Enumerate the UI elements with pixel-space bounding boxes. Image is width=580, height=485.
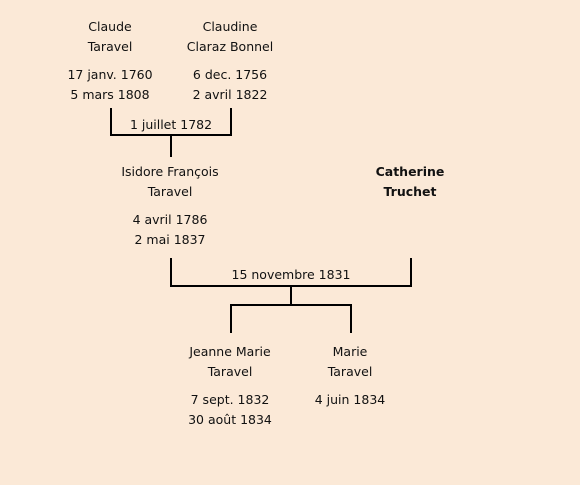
given-name: Claudine bbox=[202, 19, 258, 34]
birth-date: 17 janv. 1760 bbox=[67, 67, 153, 82]
person-name: Claude Taravel bbox=[40, 17, 180, 57]
marriage-date-2: 15 novembre 1831 bbox=[231, 267, 351, 282]
surname: Claraz Bonnel bbox=[186, 39, 274, 54]
person-dates: 4 juin 1834 bbox=[280, 390, 420, 410]
surname: Truchet bbox=[383, 184, 437, 199]
birth-date: 6 dec. 1756 bbox=[192, 67, 268, 82]
surname: Taravel bbox=[327, 364, 373, 379]
person-claude-taravel: Claude Taravel 17 janv. 1760 5 mars 1808 bbox=[40, 17, 180, 105]
death-date: 30 août 1834 bbox=[188, 412, 272, 427]
surname: Taravel bbox=[147, 184, 193, 199]
birth-date: 4 avril 1786 bbox=[132, 212, 208, 227]
person-dates: 4 avril 1786 2 mai 1837 bbox=[100, 210, 240, 250]
given-name: Catherine bbox=[375, 164, 445, 179]
person-catherine-truchet: Catherine Truchet bbox=[340, 162, 480, 202]
person-claudine-claraz-bonnel: Claudine Claraz Bonnel 6 dec. 1756 2 avr… bbox=[160, 17, 300, 105]
person-marie-taravel: Marie Taravel 4 juin 1834 bbox=[280, 342, 420, 410]
person-name: Claudine Claraz Bonnel bbox=[160, 17, 300, 57]
person-dates: 17 janv. 1760 5 mars 1808 bbox=[40, 65, 180, 105]
person-name: Jeanne Marie Taravel bbox=[160, 342, 300, 382]
death-date: 2 avril 1822 bbox=[192, 87, 268, 102]
death-date: 2 mai 1837 bbox=[134, 232, 206, 247]
given-name: Isidore François bbox=[121, 164, 219, 179]
person-jeanne-marie-taravel: Jeanne Marie Taravel 7 sept. 1832 30 aoû… bbox=[160, 342, 300, 430]
marriage-date-1: 1 juillet 1782 bbox=[129, 117, 213, 132]
given-name: Jeanne Marie bbox=[189, 344, 271, 359]
death-date: 5 mars 1808 bbox=[70, 87, 150, 102]
person-dates: 6 dec. 1756 2 avril 1822 bbox=[160, 65, 300, 105]
given-name: Marie bbox=[332, 344, 368, 359]
surname: Taravel bbox=[87, 39, 133, 54]
birth-date: 7 sept. 1832 bbox=[190, 392, 270, 407]
person-dates: 7 sept. 1832 30 août 1834 bbox=[160, 390, 300, 430]
person-name: Marie Taravel bbox=[280, 342, 420, 382]
children-bracket bbox=[230, 304, 352, 333]
surname: Taravel bbox=[207, 364, 253, 379]
given-name: Claude bbox=[88, 19, 132, 34]
person-name: Catherine Truchet bbox=[340, 162, 480, 202]
birth-date: 4 juin 1834 bbox=[314, 392, 386, 407]
person-name: Isidore François Taravel bbox=[100, 162, 240, 202]
person-isidore-francois-taravel: Isidore François Taravel 4 avril 1786 2 … bbox=[100, 162, 240, 250]
